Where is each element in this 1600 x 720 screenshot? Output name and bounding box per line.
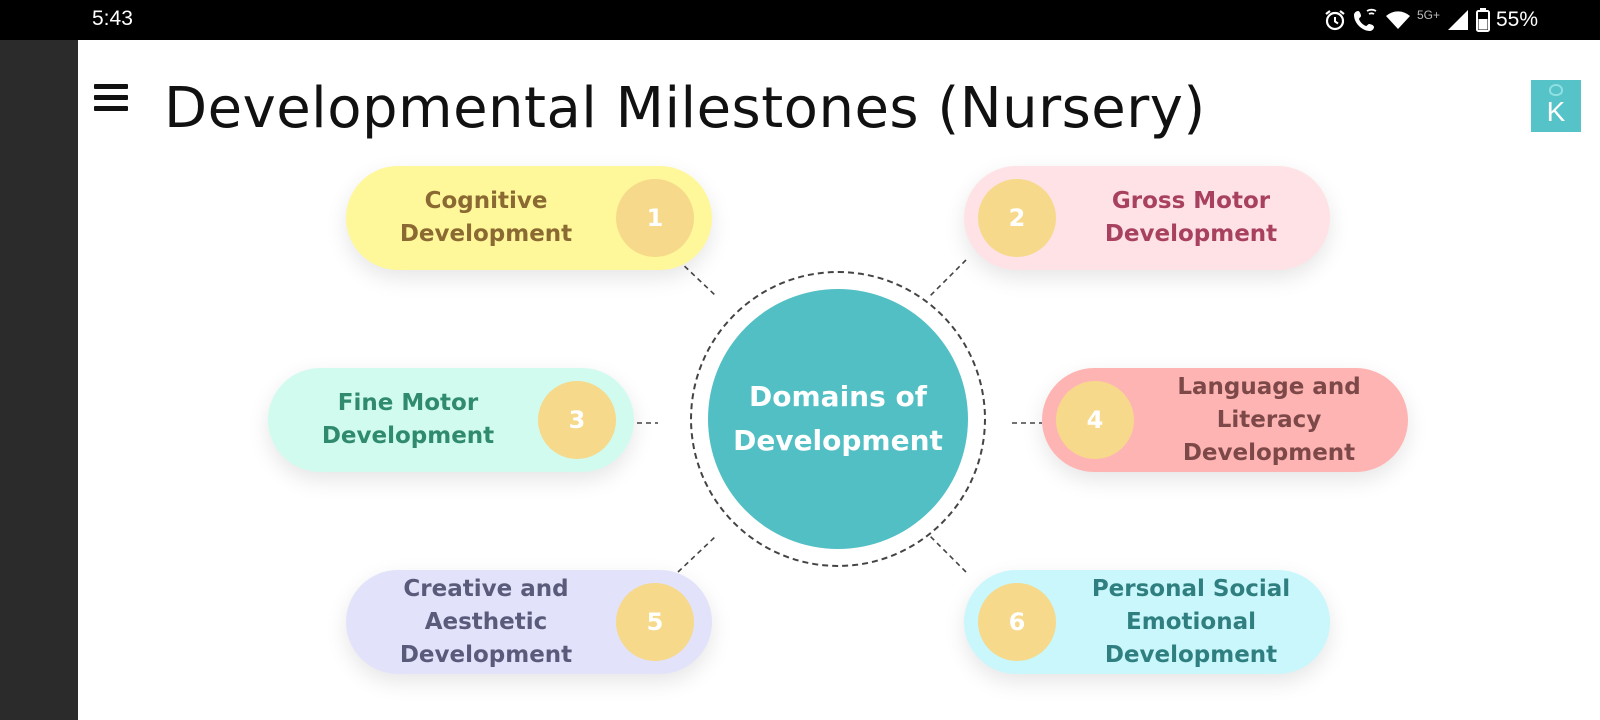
wifi-icon	[1385, 11, 1410, 29]
domain-1-line-1: Cognitive	[424, 188, 548, 214]
domain-number-4: 4	[1056, 381, 1134, 459]
heart-icon	[1549, 84, 1563, 96]
domain-card-6[interactable]: 6 Personal Social Emotional Development	[964, 570, 1330, 674]
status-bar: 5:43 5G+ 55%	[0, 0, 1600, 40]
menu-icon[interactable]	[94, 84, 128, 114]
logo-letter: K	[1546, 96, 1566, 127]
slide-view: Developmental Milestones (Nursery) K Dom…	[78, 40, 1600, 720]
battery-icon	[1475, 8, 1490, 32]
domain-2-line-1: Gross Motor	[1111, 188, 1271, 214]
domain-number-1: 1	[616, 179, 694, 257]
domain-card-3[interactable]: Fine Motor Development 3	[268, 368, 634, 472]
connector-5	[677, 535, 717, 573]
domain-3-line-2: Development	[321, 423, 495, 449]
left-gutter	[0, 40, 78, 720]
hub-circle: Domains of Development	[708, 289, 968, 549]
domain-2-line-2: Development	[1104, 221, 1278, 247]
domain-6-line-1: Personal Social	[1091, 575, 1291, 602]
domain-number-6: 6	[978, 583, 1056, 661]
wifi-calling-icon	[1353, 8, 1377, 31]
domain-label-3: Fine Motor Development	[293, 368, 523, 472]
domain-number-3: 3	[538, 381, 616, 459]
domain-4-line-1: Language and	[1177, 373, 1361, 400]
domain-1-line-2: Development	[399, 221, 573, 247]
signal-icon	[1447, 10, 1468, 30]
domain-number-2: 2	[978, 179, 1056, 257]
page-title: Developmental Milestones (Nursery)	[164, 76, 1206, 141]
domain-label-4: Language and Literacy Development	[1154, 368, 1384, 472]
domain-label-2: Gross Motor Development	[1076, 166, 1306, 270]
status-icons: 5G+ 55%	[1323, 6, 1538, 34]
domain-label-5: Creative and Aesthetic Development	[371, 570, 601, 674]
status-time: 5:43	[92, 7, 133, 30]
domain-5-line-3: Development	[399, 641, 573, 668]
network-type: 5G+	[1416, 8, 1440, 22]
domain-6-line-3: Development	[1104, 641, 1278, 668]
hub-line-2: Development	[733, 424, 943, 457]
domain-card-2[interactable]: 2 Gross Motor Development	[964, 166, 1330, 270]
domain-card-1[interactable]: Cognitive Development 1	[346, 166, 712, 270]
domain-card-5[interactable]: Creative and Aesthetic Development 5	[346, 570, 712, 674]
hub-line-1: Domains of	[749, 380, 927, 413]
domain-label-1: Cognitive Development	[371, 166, 601, 270]
alarm-icon	[1325, 10, 1345, 31]
connector-2	[929, 259, 967, 297]
domain-label-6: Personal Social Emotional Development	[1076, 570, 1306, 674]
domain-4-line-2: Literacy	[1216, 406, 1322, 433]
battery-percent: 55%	[1495, 8, 1538, 31]
domain-6-line-2: Emotional	[1126, 608, 1256, 635]
domain-number-5: 5	[616, 583, 694, 661]
domain-5-line-2: Aesthetic	[424, 608, 548, 635]
domains-diagram: Domains of Development Cognitive Develop…	[78, 40, 1600, 720]
connector-6	[929, 535, 967, 573]
logo[interactable]: K	[1531, 80, 1581, 132]
domain-card-4[interactable]: 4 Language and Literacy Development	[1042, 368, 1408, 472]
domain-4-line-3: Development	[1182, 439, 1356, 466]
domain-5-line-1: Creative and	[403, 575, 569, 602]
domain-3-line-1: Fine Motor	[337, 390, 479, 416]
connector-1	[677, 259, 717, 297]
